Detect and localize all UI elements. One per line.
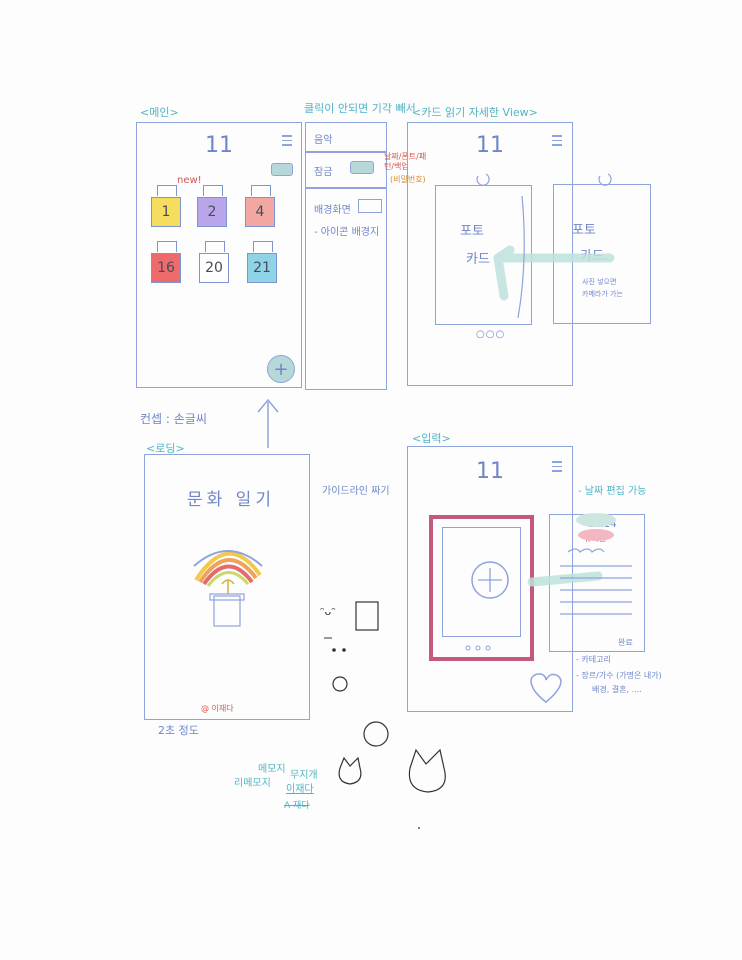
date-tile-4[interactable]: 4 — [245, 197, 275, 227]
plus-icon[interactable]: + — [267, 355, 295, 383]
background-swatch[interactable] — [358, 199, 382, 213]
list-word: 리메모지 — [234, 778, 271, 789]
date-tile-16[interactable]: 16 — [151, 253, 181, 283]
write-note-1: - 카테고리 — [576, 655, 611, 664]
app-title: 문화 일기 — [187, 490, 275, 510]
underlined-word: 이재다 — [286, 784, 314, 795]
stray-dot — [418, 827, 420, 829]
main-screen-label: <메인> — [140, 106, 179, 119]
entry-signature: 완료 — [618, 638, 633, 647]
drawer-item-background[interactable]: 배경화면 — [314, 205, 351, 216]
hamburger-icon[interactable] — [552, 135, 562, 146]
tile-tab — [157, 185, 177, 196]
note-date-edit: - 날짜 편집 가능 — [578, 486, 647, 497]
page-dots[interactable]: ○○○ — [476, 329, 506, 340]
guideline-note: 가이드라인 짜기 — [322, 486, 390, 497]
tile-tab — [157, 241, 177, 252]
credit-text: @ 이재다 — [201, 704, 234, 713]
card-spine — [517, 195, 525, 319]
card-note-line1: 사진 넣으면 — [582, 278, 617, 286]
write-note-3: 배경, 결혼, .... — [592, 685, 642, 694]
divider — [306, 151, 386, 153]
lock-toggle[interactable] — [350, 161, 374, 174]
brand-word: 무지개 — [290, 770, 318, 781]
date-tile-2[interactable]: 2 — [197, 197, 227, 227]
rainbow-icon — [193, 550, 263, 627]
detail-label: <카드 읽기 자세한 View> — [412, 106, 538, 119]
rotate-icon — [476, 173, 612, 186]
tile-tab — [203, 185, 223, 196]
drawer-item-music[interactable]: 음악 — [314, 135, 333, 146]
svg-text:ᵔᴗᵔ: ᵔᴗᵔ — [320, 605, 336, 618]
splash-duration: 2초 정도 — [158, 724, 199, 737]
tile-tab — [251, 185, 271, 196]
hamburger-icon[interactable] — [552, 461, 562, 472]
toggle-chip[interactable] — [271, 163, 293, 176]
drawer-item-lock[interactable]: 잠금 — [314, 167, 333, 178]
date-tile-21[interactable]: 21 — [247, 253, 277, 283]
hamburger-icon[interactable] — [282, 135, 292, 146]
new-badge: new! — [177, 175, 202, 186]
divider — [306, 187, 386, 189]
concept-note: 컨셉 : 손글씨 — [140, 412, 207, 426]
flow-arrow-icon — [257, 398, 279, 448]
photo-input-card[interactable] — [429, 515, 534, 661]
month-title: 11 — [476, 459, 504, 484]
page-dots-icon — [465, 645, 491, 651]
memo-word: 메모지 — [258, 764, 286, 775]
write-note-2: - 장르/가수 (가명은 내가) — [576, 671, 662, 680]
doodle-faces: ᵔᴗᵔ — [320, 601, 446, 793]
tile-tab — [253, 241, 273, 252]
main-screen-frame: 11 new! 1 2 4 16 20 21 + — [136, 122, 302, 388]
add-photo-icon — [471, 561, 509, 599]
drawer-item-icon-bg[interactable]: - 아이콘 배경지 — [314, 227, 380, 238]
photo-input-inner — [442, 527, 521, 637]
date-tile-1[interactable]: 1 — [151, 197, 181, 227]
card-back-line1: 포토 — [572, 223, 596, 238]
write-label: <입력> — [412, 432, 451, 445]
crossed-word: A 재다 — [284, 801, 310, 811]
tile-tab — [205, 241, 225, 252]
connector-stroke — [527, 571, 603, 587]
card-note-line2: 카메라가 가는 — [582, 290, 623, 298]
drawer-label: 클릭이 안되면 기각 빼서 — [304, 102, 416, 115]
card-front-line1: 포토 — [460, 224, 484, 239]
swipe-arrow-icon — [493, 245, 615, 301]
month-title: 11 — [205, 133, 233, 158]
date-tile-20[interactable]: 20 — [199, 253, 229, 283]
entry-lines — [560, 513, 632, 615]
month-title: 11 — [476, 133, 504, 158]
splash-frame: 문화 일기 @ 이재다 — [144, 454, 310, 720]
card-front-line2: 카드 — [466, 252, 490, 267]
splash-label: <로딩> — [146, 442, 185, 455]
heart-icon — [530, 673, 562, 703]
drawer-note-red: 날짜/폰트/패턴/백업 — [384, 152, 427, 171]
drawer-frame: 음악 잠금 배경화면 - 아이콘 배경지 — [305, 122, 387, 390]
